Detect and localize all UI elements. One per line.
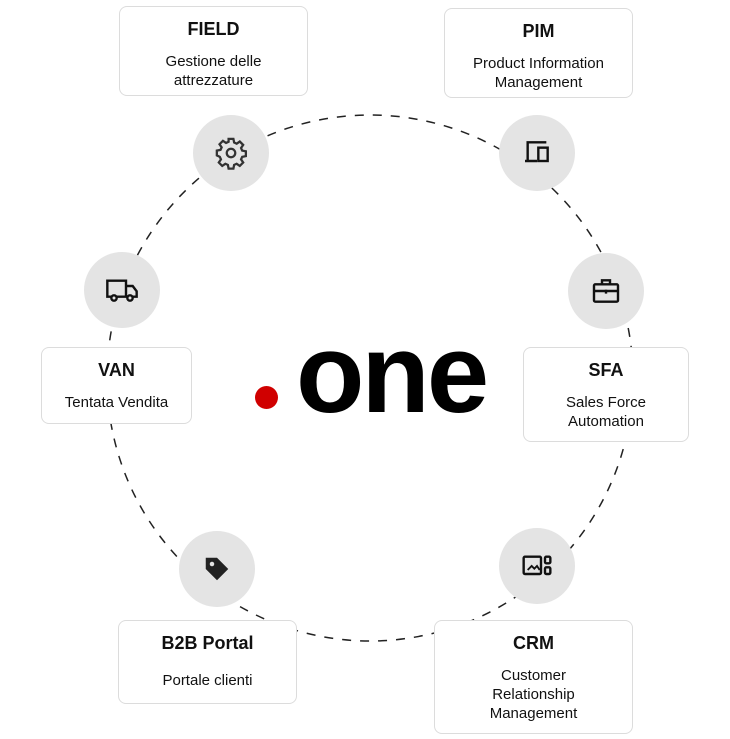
module-desc: Gestione delle attrezzature xyxy=(165,53,262,89)
module-desc: Sales Force Automation xyxy=(565,394,647,430)
gallery-widgets-icon xyxy=(499,528,575,604)
devices-icon xyxy=(499,115,575,191)
truck-icon xyxy=(84,252,160,328)
module-card-sfa: SFA Sales Force Automation xyxy=(523,347,689,442)
module-desc: Product Information Management xyxy=(473,55,604,91)
module-title: FIELD xyxy=(187,19,240,39)
module-title: B2B Portal xyxy=(161,633,254,653)
briefcase-icon xyxy=(568,253,644,329)
module-desc: Tentata Vendita xyxy=(64,394,169,411)
module-title: VAN xyxy=(98,360,135,380)
module-title: PIM xyxy=(522,21,555,41)
module-desc: Customer Relationship Management xyxy=(489,667,578,722)
module-card-pim: PIM Product Information Management xyxy=(444,8,633,98)
module-desc: Portale clienti xyxy=(162,672,253,689)
module-title: CRM xyxy=(513,633,554,653)
module-title: SFA xyxy=(588,360,624,380)
gear-icon xyxy=(193,115,269,191)
tag-icon xyxy=(179,531,255,607)
module-card-crm: CRM Customer Relationship Management xyxy=(434,620,633,734)
logo-text: one xyxy=(296,311,489,436)
module-card-van: VAN Tentata Vendita xyxy=(41,347,192,424)
logo-dot xyxy=(255,386,278,409)
module-card-field: FIELD Gestione delle attrezzature xyxy=(119,6,308,96)
